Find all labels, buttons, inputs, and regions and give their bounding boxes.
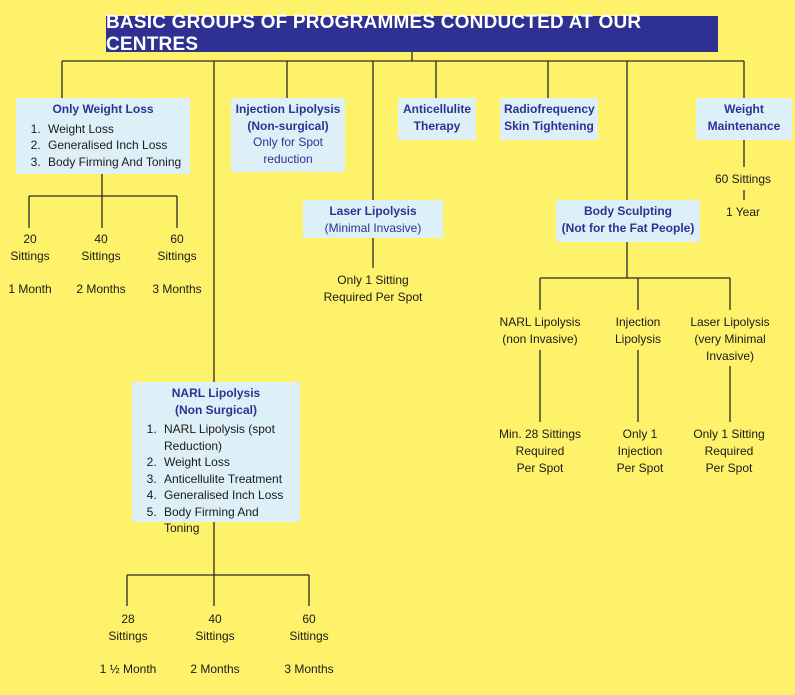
- weight-loss-title: Only Weight Loss: [52, 102, 154, 116]
- weight-maintenance-duration: 1 Year: [725, 205, 761, 219]
- narl-option-60: 60 Sittings 3 Months: [284, 612, 334, 676]
- list-item: Body Firming And Toning: [44, 154, 186, 171]
- weight-maintenance-sittings: 60 Sittings: [714, 172, 772, 186]
- list-item: Weight Loss: [160, 454, 296, 471]
- page-title: BASIC GROUPS OF PROGRAMMES CONDUCTED AT …: [106, 12, 718, 55]
- body-sculpting-injection: Injection Lipolysis: [614, 315, 662, 346]
- body-sculpting-laser-note: Only 1 Sitting Required Per Spot: [693, 427, 765, 475]
- weight-loss-list: Weight Loss Generalised Inch Loss Body F…: [20, 121, 186, 171]
- body-sculpting-box: Body Sculpting (Not for the Fat People): [556, 200, 700, 242]
- narl-lipolysis-box: NARL Lipolysis (Non Surgical) NARL Lipol…: [132, 382, 300, 535]
- narl-option-28: 28 Sittings 1 ½ Month: [99, 612, 157, 676]
- weight-loss-box: Only Weight Loss Weight Loss Generalised…: [16, 98, 190, 174]
- weight-loss-option-40: 40 Sittings 2 Months: [76, 232, 126, 296]
- laser-lipolysis-note: Only 1 Sitting Required Per Spot: [323, 273, 423, 304]
- narl-option-40: 40 Sittings 2 Months: [190, 612, 240, 676]
- list-item: Weight Loss: [44, 121, 186, 138]
- list-item: Generalised Inch Loss: [44, 137, 186, 154]
- weight-loss-option-60: 60 Sittings 3 Months: [152, 232, 202, 296]
- body-sculpting-narl: NARL Lipolysis (non Invasive): [499, 315, 581, 346]
- list-item: Anticellulite Treatment: [160, 471, 296, 488]
- weight-loss-option-20: 20 Sittings 1 Month: [8, 232, 52, 296]
- body-sculpting-laser: Laser Lipolysis (very Minimal Invasive): [690, 315, 770, 363]
- radiofrequency-box: Radiofrequency Skin Tightening: [500, 98, 598, 140]
- list-item: NARL Lipolysis (spot Reduction): [160, 421, 296, 454]
- list-item: Body Firming And Toning: [160, 504, 296, 537]
- list-item: Generalised Inch Loss: [160, 487, 296, 504]
- anticellulite-box: Anticellulite Therapy: [398, 98, 476, 140]
- weight-maintenance-box: Weight Maintenance: [696, 98, 792, 140]
- injection-lipolysis-box: Injection Lipolysis (Non-surgical) Only …: [231, 98, 345, 172]
- body-sculpting-narl-note: Min. 28 Sittings Required Per Spot: [498, 427, 582, 475]
- narl-list: NARL Lipolysis (spot Reduction) Weight L…: [136, 421, 296, 537]
- laser-lipolysis-box: Laser Lipolysis (Minimal Invasive): [303, 200, 443, 238]
- body-sculpting-injection-note: Only 1 Injection Per Spot: [616, 427, 664, 475]
